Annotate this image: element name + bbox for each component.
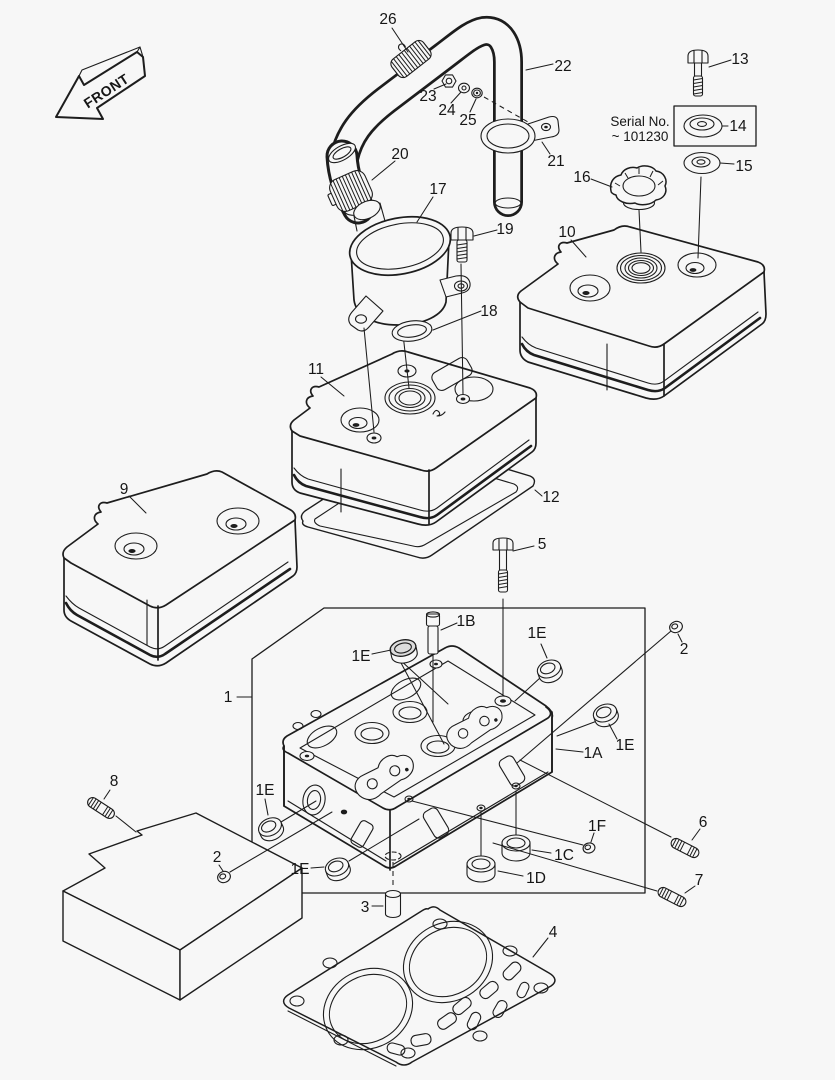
head-gasket [282,906,556,1067]
washer-14 [683,114,723,138]
callout-22: 22 [554,58,571,75]
washer-15 [683,151,721,259]
oil-filler-cap [609,165,667,253]
callout-2-lower: 2 [213,849,222,866]
callout-1e-2: 1E [528,625,547,642]
callout-6: 6 [699,814,708,831]
front-direction-arrow: FRONT [55,46,146,120]
valve-cap-1e-ring [257,800,317,842]
stud-8 [87,796,137,833]
pipe-clamp-21 [480,115,560,154]
callout-1e-3: 1E [616,737,635,754]
callout-3: 3 [361,899,370,916]
valve-cap-1e-ring [514,659,563,702]
callout-leader-lines [103,27,735,958]
callout-4: 4 [549,924,558,941]
callout-19: 19 [496,221,513,238]
callout-9: 9 [120,481,129,498]
callout-1e-4: 1E [256,782,275,799]
callout-17: 17 [429,181,446,198]
stud-6 [519,759,700,859]
cylinder-head-group-box [251,607,646,894]
bolt-13 [687,49,709,97]
cap-1c [501,790,531,862]
callout-12: 12 [542,489,559,506]
callout-1: 1 [224,689,233,706]
callout-7: 7 [695,872,704,889]
cap-1d [466,812,496,883]
emblem-mark [432,409,446,417]
callout-23: 23 [419,88,436,105]
serial-range-box [673,105,757,147]
callout-1b: 1B [457,613,476,630]
callout-20: 20 [391,146,409,163]
callout-16: 16 [573,169,590,186]
dowel-pin-3 [384,851,402,919]
valve-cover-left [62,470,298,667]
plug-2-upper [516,620,683,764]
callout-2-upper: 2 [680,641,689,658]
callout-8: 8 [110,773,119,790]
callout-26: 26 [379,11,396,28]
plug-2-lower [217,811,333,884]
valve-cover-middle [289,350,538,526]
callout-1e-5: 1E [291,861,310,878]
washer-24 [457,82,471,94]
valve-cap-1e-ring [556,703,619,737]
callout-1e-1: 1E [352,648,371,665]
valve-guide-1b [425,611,441,723]
rocker-pedestal [446,705,503,749]
callout-1a: 1A [584,745,604,762]
valve-cap-1e-top [389,639,449,745]
callout-labels: 26 22 23 24 25 21 13 14 15 16 10 20 17 1… [110,11,753,941]
callout-1d: 1D [526,870,546,887]
rocker-pedestal [354,754,414,801]
callout-21: 21 [547,153,564,170]
threaded-filler-neck [616,252,666,284]
plug-1f [411,800,596,854]
callout-24: 24 [438,102,456,119]
callout-18: 18 [480,303,497,320]
callout-1f: 1F [588,818,606,835]
bolt-19 [450,226,474,395]
callout-5: 5 [538,536,547,553]
gasket-water-slots [386,961,530,1056]
serial-note-line2: ~ 101230 [612,129,669,144]
valve-cap-1e-ring [324,818,420,882]
bolt-5 [492,537,514,697]
callout-14: 14 [729,118,747,135]
valve-cover-right [516,225,767,400]
serial-number-note: Serial No. ~ 101230 [610,114,669,144]
o-ring-18 [391,320,433,342]
callout-25: 25 [459,112,476,129]
serial-note-line1: Serial No. [610,114,669,129]
hose-clamp-26 [390,39,432,79]
callout-1c: 1C [554,847,574,864]
filler-opening [384,381,436,415]
bracket-mount-axis [363,327,375,433]
callout-10: 10 [558,224,576,241]
breather-case-17 [348,199,471,332]
block-reference-slab [62,812,303,1001]
washer-25 [471,87,483,99]
stud-7 [492,842,687,908]
callout-15: 15 [735,158,752,175]
callout-13: 13 [731,51,748,68]
callout-11: 11 [308,361,324,378]
hose-clamp-20 [327,170,373,213]
